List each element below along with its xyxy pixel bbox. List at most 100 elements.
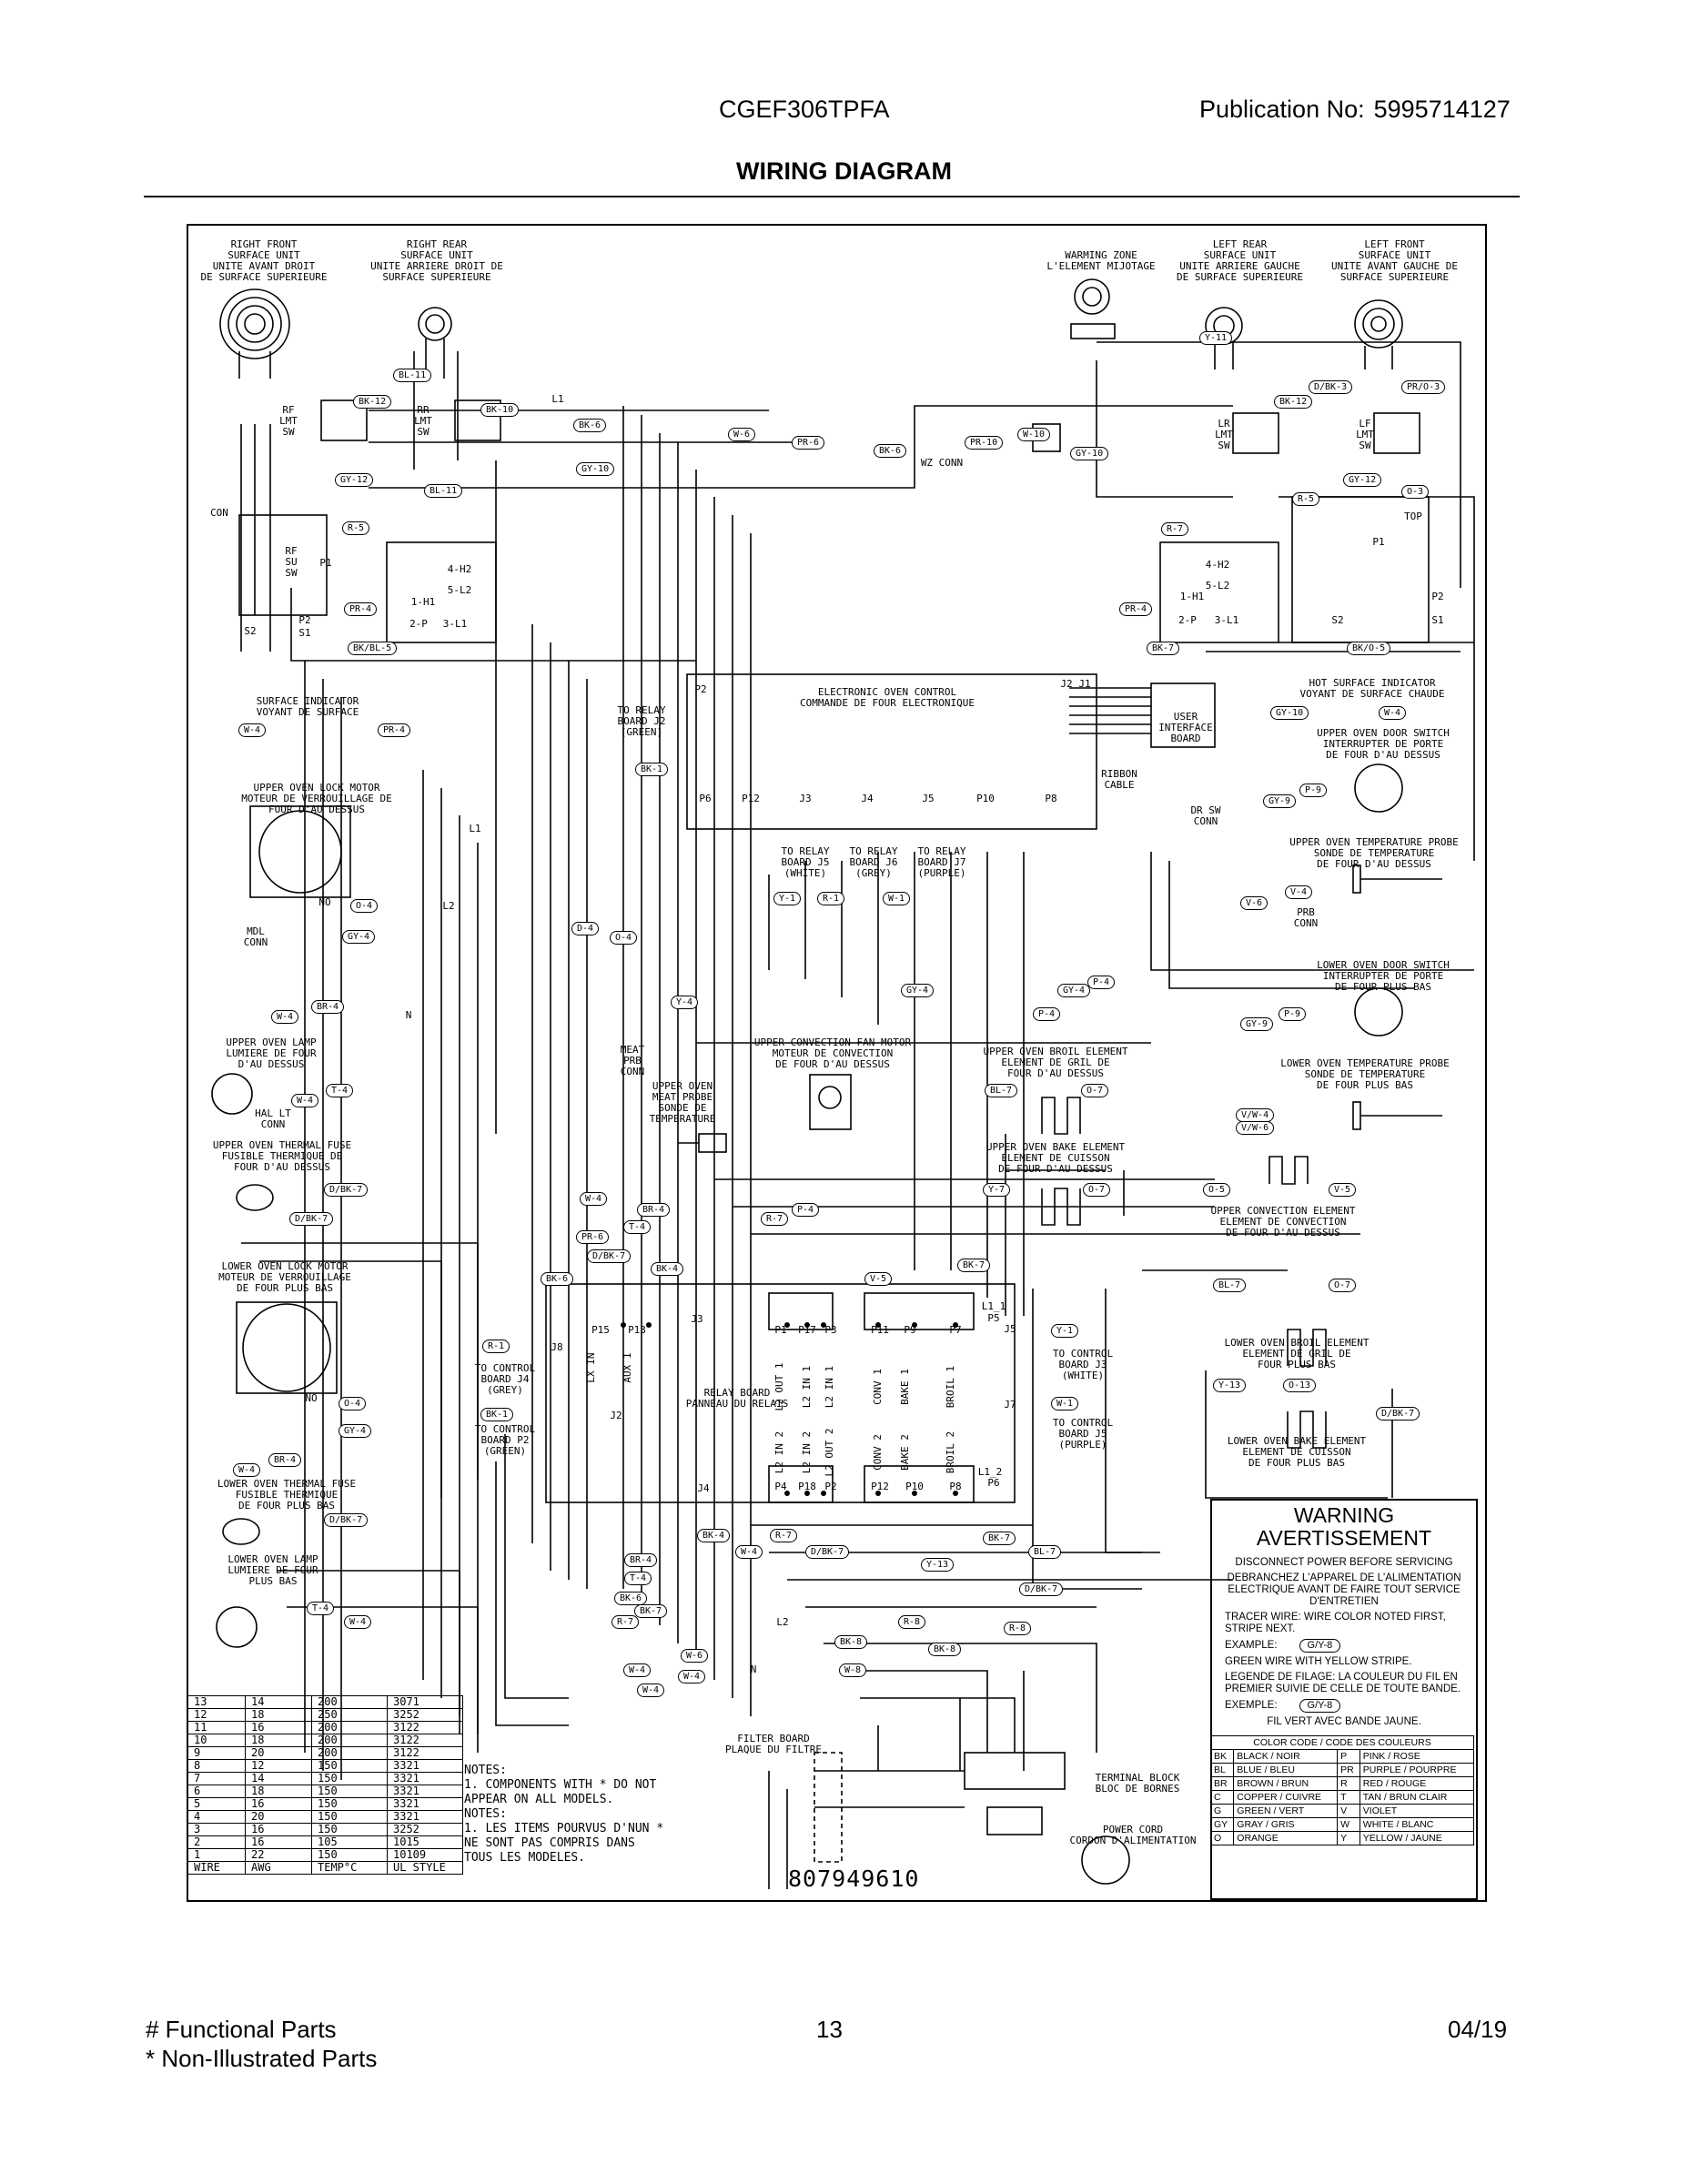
- wire-table-cell: 1015: [387, 1835, 463, 1849]
- footer-functional: # Functional Parts: [146, 2016, 337, 2043]
- wire-label: O-7: [1329, 1279, 1357, 1292]
- lf-limit-switch: [1373, 412, 1420, 454]
- l1b-label: 3-L1: [1214, 614, 1239, 626]
- publication-label: Publication No:: [1199, 96, 1365, 123]
- wire-label: BK-8: [834, 1635, 868, 1649]
- lower-temp-probe-label: LOWER OVEN TEMPERATURE PROBE SONDE DE TE…: [1280, 1057, 1450, 1091]
- wire-label: BK-4: [651, 1262, 684, 1276]
- wire-label: W-4: [344, 1615, 372, 1629]
- upper-door-switch-label: UPPER OVEN DOOR SWITCH INTERRUPTER DE PO…: [1317, 727, 1450, 761]
- lower-thermal-fuse-label: LOWER OVEN THERMAL FUSE FUSIBLE THERMIQU…: [217, 1478, 357, 1512]
- wire-label: Y-4: [671, 996, 699, 1009]
- terminal-block-label: TERMINAL BLOCK BLOC DE BORNES: [1095, 1772, 1180, 1795]
- wire-label: D/BK-7: [1019, 1582, 1064, 1596]
- wire-label: GY-4: [342, 930, 376, 944]
- rf-limit-switch: [320, 399, 368, 441]
- wire-table-column-header: TEMP°C: [311, 1861, 388, 1875]
- wire-label: PR-6: [792, 436, 825, 450]
- relay-j5-label: J5: [1004, 1323, 1016, 1335]
- wire-table-cell: 12: [187, 1708, 246, 1722]
- meat-probe-label: UPPER OVEN MEAT PROBE SONDE DE TEMPERATU…: [649, 1080, 716, 1125]
- neutral-lower-label: N: [750, 1663, 757, 1675]
- relay-p17-label: P17: [798, 1324, 816, 1336]
- upper-conv-motor-label: UPPER CONVECTION FAN MOTOR MOTEUR DE CON…: [753, 1036, 912, 1070]
- wire-label: R-7: [1161, 522, 1189, 536]
- relay-broil2-label: BROIL 2: [945, 1431, 956, 1474]
- lower-bake-label: LOWER OVEN BAKE ELEMENT ELEMENT DE CUISS…: [1227, 1435, 1367, 1469]
- color-code-cell: YELLOW / JAUNE: [1359, 1831, 1475, 1845]
- warning-box: WARNING AVERTISSEMENT DISCONNECT POWER B…: [1209, 1499, 1478, 1900]
- wire-label: T-4: [624, 1572, 652, 1585]
- h2b-label: 4-H2: [1205, 559, 1230, 571]
- relay-p4-label: P4: [774, 1481, 787, 1492]
- eoc-p10-label: P10: [976, 793, 995, 804]
- wire-label: BK-7: [957, 1259, 991, 1272]
- wire-table-cell: 7: [187, 1772, 246, 1785]
- wire-label: O-7: [1083, 1183, 1111, 1197]
- color-code-cell: PINK / ROSE: [1359, 1749, 1475, 1764]
- p2pb-label: 2-P: [1178, 614, 1197, 626]
- relay-broil1-label: BROIL 1: [945, 1365, 956, 1409]
- s1b-label: S1: [1431, 614, 1444, 626]
- relay-p12-label: P12: [871, 1481, 889, 1492]
- wire-label: PR-4: [1119, 602, 1153, 616]
- color-code-cell: W: [1337, 1817, 1360, 1832]
- warning-title-en: WARNING: [1293, 1503, 1395, 1527]
- lower-broil-label: LOWER OVEN BROIL ELEMENT ELEMENT DE GRIL…: [1224, 1337, 1370, 1370]
- p2b-label: P2: [1431, 591, 1444, 602]
- relay-l2-out2-label: L2 OUT 2: [824, 1428, 835, 1477]
- l1-mid-label: L1: [469, 823, 481, 834]
- wire-table-cell: 16: [245, 1721, 312, 1734]
- lf-surface-label: LEFT FRONT SURFACE UNIT UNITE AVANT GAUC…: [1330, 238, 1459, 283]
- warning-line1: DISCONNECT POWER BEFORE SERVICING: [1235, 1557, 1453, 1568]
- upper-temp-probe-label: UPPER OVEN TEMPERATURE PROBE SONDE DE TE…: [1289, 836, 1459, 870]
- wire-label: D/BK-7: [587, 1249, 632, 1263]
- wire-label: R-7: [770, 1529, 798, 1542]
- meat-prb-conn-label: MEAT PRB CONN: [620, 1044, 645, 1077]
- wire-label: BL-11: [424, 484, 463, 498]
- color-code-cell: COPPER / CUIVRE: [1233, 1790, 1339, 1805]
- color-code-cell: GY: [1209, 1817, 1235, 1832]
- to-control-j4-label: TO CONTROL BOARD J4 (GREY): [474, 1362, 536, 1396]
- wire-label: GY-12: [1343, 473, 1382, 487]
- wire-table-cell: 3321: [387, 1772, 463, 1785]
- wire-label: GY-10: [1270, 706, 1309, 720]
- wire-label: W-4: [1379, 706, 1407, 720]
- wire-label: BL-7: [1028, 1545, 1062, 1559]
- upper-conv-element-label: UPPER CONVECTION ELEMENT ELEMENT DE CONV…: [1210, 1205, 1356, 1239]
- wire-table-cell: 3071: [387, 1695, 463, 1709]
- wire-label: W-10: [1017, 428, 1051, 441]
- wire-label: BK-6: [874, 444, 907, 458]
- wire-table-cell: 200: [311, 1695, 388, 1709]
- color-code-cell: P: [1337, 1749, 1360, 1764]
- to-relay-j6-label: TO RELAY BOARD J6 (GREY): [849, 845, 898, 879]
- wire-table-cell: 3321: [387, 1797, 463, 1811]
- relay-p11-label: P11: [871, 1324, 889, 1336]
- upper-lamp-label: UPPER OVEN LAMP LUMIERE DE FOUR D'AU DES…: [226, 1036, 317, 1070]
- wire-table-cell: 1: [187, 1848, 246, 1862]
- wire-table-cell: 3321: [387, 1785, 463, 1798]
- upper-conv-element: [1269, 1156, 1309, 1185]
- wire-label: GY-9: [1263, 794, 1297, 808]
- example-desc-fr: FIL VERT AVEC BANDE JAUNE.: [1267, 1716, 1421, 1727]
- relay-p15-label: P15: [591, 1324, 610, 1336]
- wire-label: W-4: [735, 1545, 763, 1559]
- relay-conv1-label: CONV 1: [872, 1369, 884, 1405]
- wire-label: Y-11: [1199, 331, 1233, 345]
- wire-table-cell: 16: [245, 1823, 312, 1836]
- wire-label: T-4: [623, 1220, 652, 1234]
- relay-l2-in1b-label: L2 IN 1: [824, 1365, 835, 1409]
- wire-label: W-4: [678, 1670, 706, 1684]
- wire-table-cell: 8: [187, 1759, 246, 1773]
- wire-table-cell: 3122: [387, 1746, 463, 1760]
- h1-label: 1-H1: [410, 596, 436, 608]
- wire-table-cell: 9: [187, 1746, 246, 1760]
- lower-lock-motor-icon: [236, 1301, 338, 1394]
- ribbon-cable: [1069, 687, 1151, 734]
